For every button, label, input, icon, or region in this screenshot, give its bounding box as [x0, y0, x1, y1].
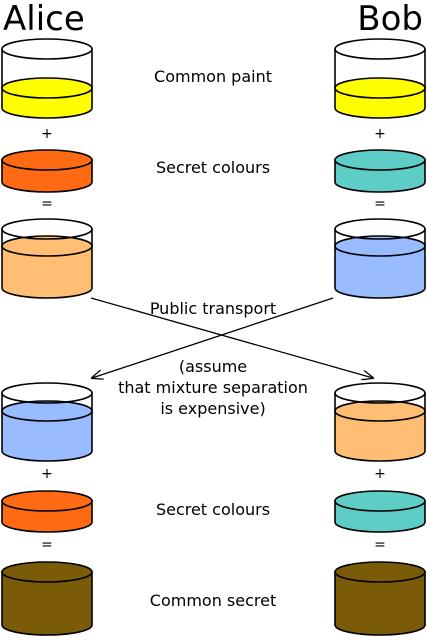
glass-rim: [334, 38, 426, 60]
liquid-surface: [1, 77, 93, 99]
bob-plus-1: +: [374, 126, 386, 142]
liquid-surface: [1, 400, 93, 422]
alice-equals-2: =: [41, 537, 53, 553]
bob-equals-2: =: [374, 537, 386, 553]
alice-secret-colour-disc: [1, 149, 93, 193]
alice-name: Alice: [3, 0, 85, 39]
alice-common-secret-cylinder: [1, 561, 93, 636]
glass-bottom: [334, 107, 426, 119]
secret-colours-label-1: Secret colours: [156, 158, 270, 177]
public-transport-label: Public transport: [150, 299, 276, 318]
common-secret-label: Common secret: [150, 591, 276, 610]
cylinder-top: [334, 561, 426, 583]
glass-bottom: [1, 287, 93, 299]
bob-secret-colour-disc: [334, 149, 426, 193]
glass-bottom: [1, 450, 93, 462]
alice-plus-1: +: [41, 126, 53, 142]
alice-plus-2: +: [41, 466, 53, 482]
liquid-body: [2, 246, 92, 298]
liquid-body: [2, 411, 92, 461]
alice-equals-1: =: [41, 196, 53, 212]
liquid-surface: [334, 400, 426, 422]
glass-rim: [1, 38, 93, 60]
cylinder-top: [1, 149, 93, 171]
cylinder-top: [1, 561, 93, 583]
liquid-body: [335, 246, 425, 298]
cylinder-top: [334, 490, 426, 512]
bob-received-mixture-cup: [334, 382, 426, 462]
glass-rim: [1, 218, 93, 240]
assume-line-1: (assume: [179, 357, 247, 376]
cylinder-top: [1, 490, 93, 512]
cylinder-top: [334, 149, 426, 171]
liquid-surface: [334, 77, 426, 99]
alice-secret-colour-disc-2: [1, 490, 93, 533]
bob-mixture-cup: [334, 218, 426, 299]
arrow-bob-to-alice: [92, 297, 334, 378]
bob-equals-1: =: [374, 196, 386, 212]
secret-colours-label-2: Secret colours: [156, 500, 270, 519]
bob-secret-colour-disc-2: [334, 490, 426, 533]
glass-rim: [1, 382, 93, 404]
alice-common-paint-cup: [1, 38, 93, 119]
alice-received-mixture-cup: [1, 382, 93, 462]
cylinder-body: [334, 571, 426, 636]
arrow-alice-to-bob: [90, 297, 373, 378]
common-paint-label: Common paint: [154, 67, 272, 86]
assume-line-2: that mixture separation: [118, 378, 308, 397]
glass-rim: [334, 218, 426, 240]
alice-mixture-cup: [1, 218, 93, 299]
assume-line-3: is expensive): [160, 399, 265, 418]
glass-bottom: [1, 107, 93, 119]
bob-plus-2: +: [374, 466, 386, 482]
glass-rim: [334, 382, 426, 404]
glass-bottom: [334, 450, 426, 462]
glass-bottom: [334, 287, 426, 299]
liquid-body: [335, 411, 425, 461]
bob-common-paint-cup: [334, 38, 426, 119]
cylinder-body: [1, 571, 93, 636]
bob-name: Bob: [357, 0, 423, 39]
bob-common-secret-cylinder: [334, 561, 426, 636]
